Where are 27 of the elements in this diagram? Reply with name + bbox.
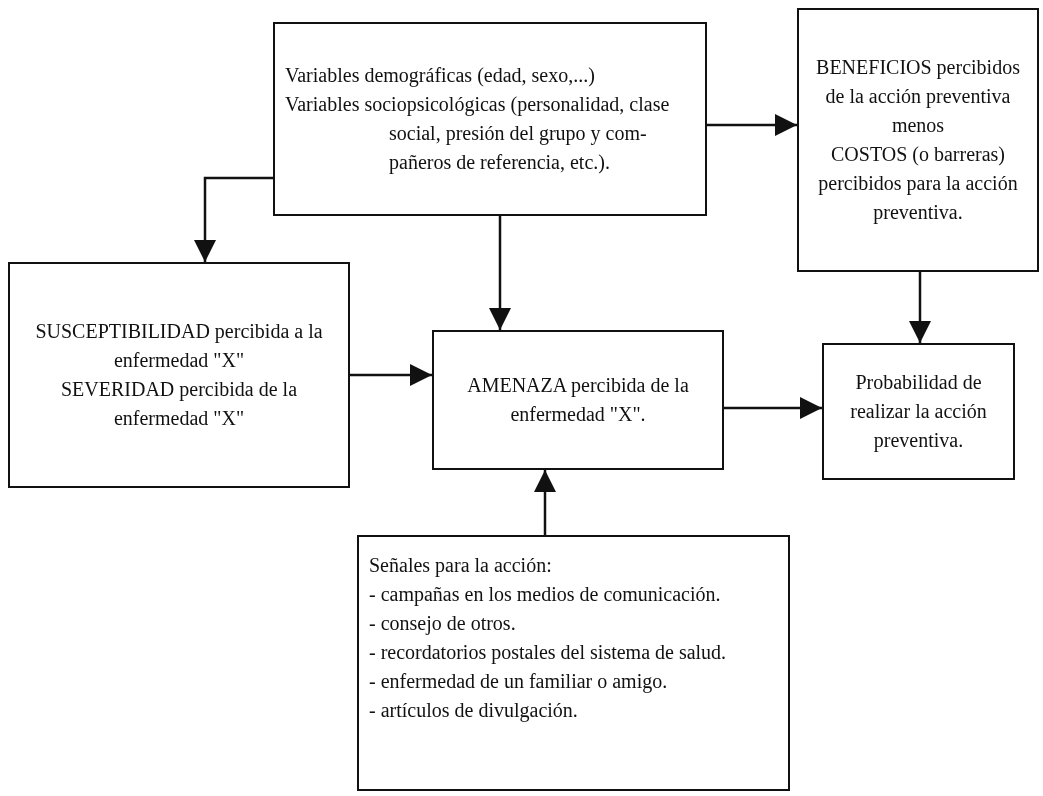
- node-text: SEVERIDAD percibida de la enfermedad "X": [59, 377, 298, 431]
- node-text: menos: [890, 113, 946, 138]
- node-text: Variables sociopsicológicas (personalidad, clase social, presión del grupo y com- pañeros de referencia, etc.).: [285, 92, 671, 176]
- node-text: Variables demográficas (edad, sexo,...): [285, 63, 596, 89]
- node-text: AMENAZA percibida de la enfermedad "X".: [466, 373, 690, 427]
- process-box: [8, 262, 350, 488]
- process-box: [357, 535, 790, 791]
- node-text: Señales para la acción:: [369, 553, 553, 579]
- process-box: [432, 330, 724, 470]
- arrow: [707, 114, 797, 136]
- arrow: [194, 176, 273, 262]
- node-text: - enfermedad de un familiar o amigo.: [369, 669, 669, 695]
- node-text: - campañas en los medios de comunicación.: [369, 582, 722, 608]
- node-text: - artículos de divulgación.: [369, 698, 579, 724]
- node-text: COSTOS (o barreras) percibidos para la acción preventiva.: [817, 142, 1019, 226]
- arrow: [724, 397, 822, 419]
- node-text: - recordatorios postales del sistema de salud.: [369, 640, 728, 666]
- arrow: [489, 216, 511, 330]
- arrow: [909, 272, 931, 343]
- process-box: [797, 8, 1039, 272]
- node-text: Probabilidad de realizar la acción preventiva.: [849, 370, 988, 454]
- arrow: [350, 364, 432, 386]
- node-text: SUSCEPTIBILIDAD percibida a la enfermedad "X": [34, 319, 324, 373]
- arrow: [534, 470, 556, 535]
- process-box: [822, 343, 1015, 480]
- node-text: - consejo de otros.: [369, 611, 517, 637]
- process-box: [273, 22, 707, 216]
